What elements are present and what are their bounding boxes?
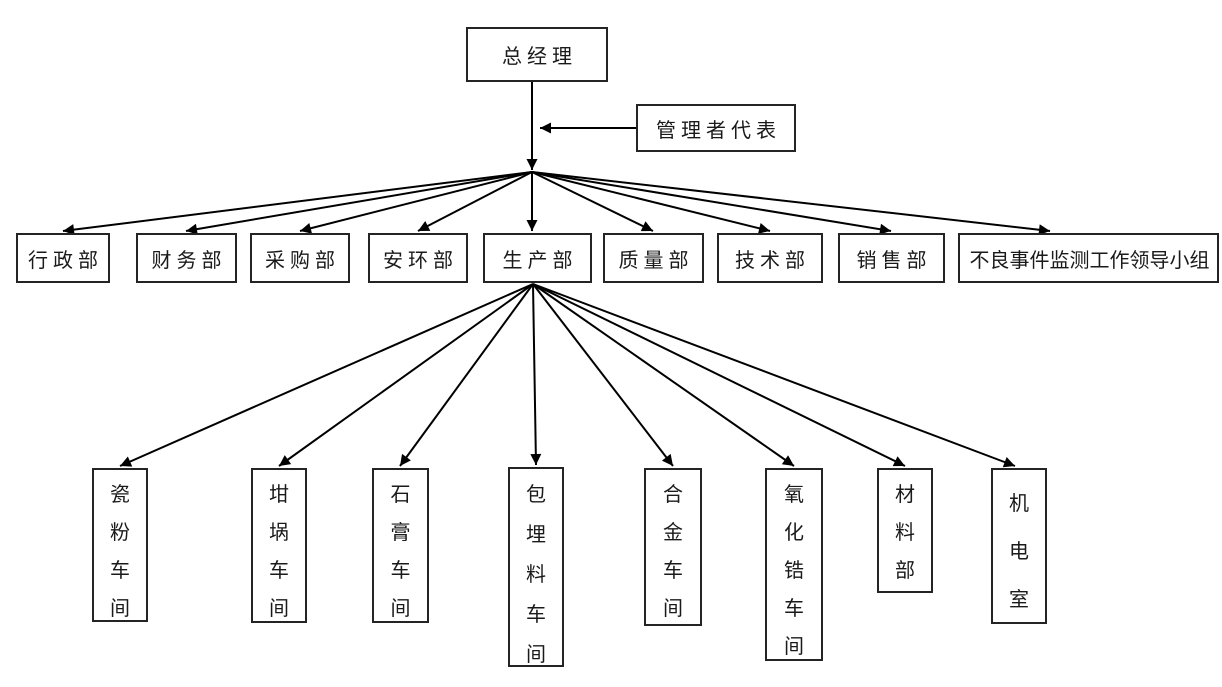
- connector-line: [532, 283, 906, 467]
- connector-line: [417, 171, 533, 232]
- node-quality-dept: 质量部: [603, 233, 704, 283]
- connector-line: [399, 283, 534, 467]
- node-safety-environment-dept: 安环部: [368, 233, 468, 283]
- node-management-representative: 管理者代表: [636, 104, 796, 152]
- connector-line: [531, 171, 654, 232]
- connector-line: [532, 283, 795, 467]
- node-materials-dept: 材料部: [877, 468, 933, 593]
- node-general-manager: 总经理: [466, 27, 608, 82]
- node-alloy-workshop: 合金车间: [644, 468, 702, 626]
- node-purchasing-dept: 采购部: [250, 233, 350, 283]
- connector-line: [531, 171, 892, 235]
- node-investment-material-workshop: 包埋料车间: [508, 467, 564, 667]
- connector-line: [299, 171, 533, 234]
- node-finance-dept: 财务部: [136, 233, 237, 283]
- edges-hub-to-departments: [62, 171, 1051, 236]
- node-technology-dept: 技术部: [717, 233, 823, 283]
- connector-line: [119, 283, 534, 467]
- connector-line: [531, 171, 1051, 236]
- node-crucible-workshop: 坩埚车间: [251, 468, 307, 623]
- node-administration-dept: 行政部: [16, 233, 110, 283]
- connector-line: [62, 171, 533, 236]
- connector-line: [532, 283, 1016, 468]
- connector-line: [532, 283, 674, 467]
- connector-line: [530, 283, 542, 466]
- node-adverse-event-monitoring-group: 不良事件监测工作领导小组: [958, 233, 1219, 283]
- connector-line: [278, 283, 534, 467]
- node-production-dept: 生产部: [483, 233, 592, 283]
- node-zirconia-workshop: 氧化锆车间: [765, 468, 823, 661]
- node-porcelain-powder-workshop: 瓷粉车间: [92, 468, 148, 622]
- node-gypsum-workshop: 石膏车间: [372, 468, 429, 623]
- connector-line: [531, 171, 771, 234]
- node-sales-dept: 销售部: [838, 233, 945, 283]
- edges-production-to-workshops: [119, 283, 1016, 468]
- connector-line: [185, 171, 533, 235]
- node-mechanical-electrical-room: 机电室: [991, 468, 1047, 624]
